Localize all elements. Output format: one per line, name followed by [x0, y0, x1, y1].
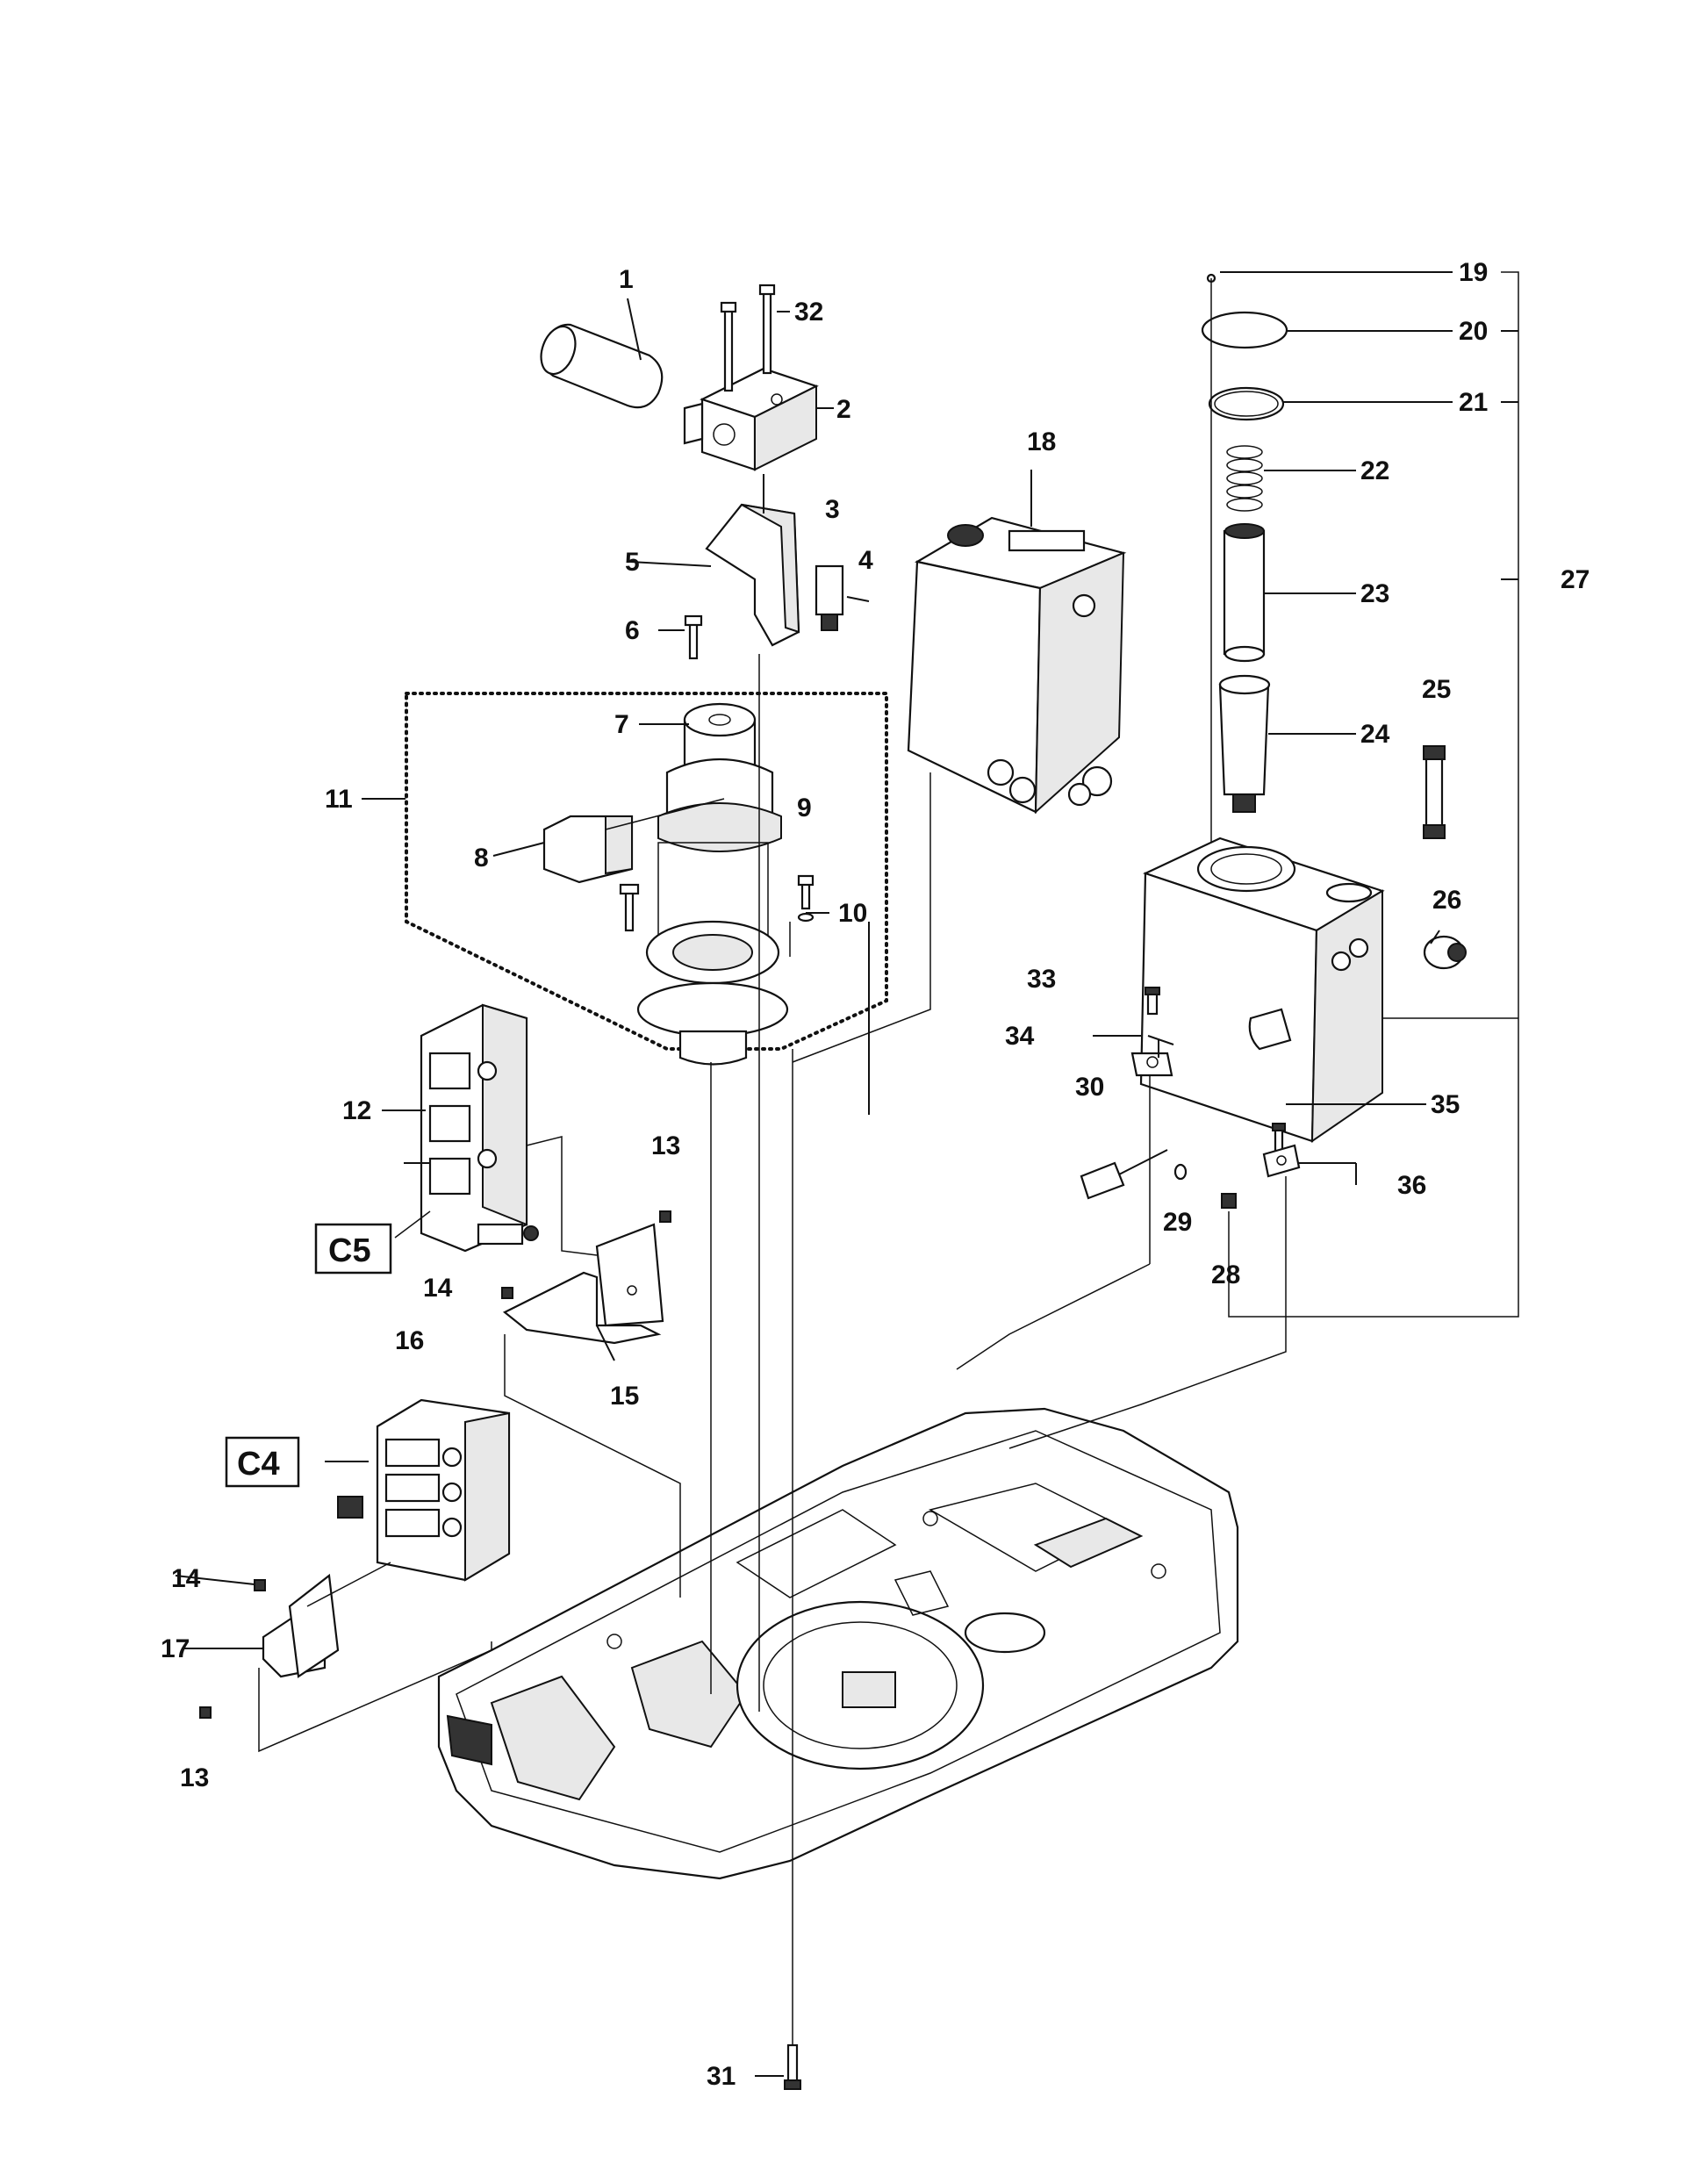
- callout-leaders: [175, 271, 1518, 2077]
- part-36-bracket: [1262, 1144, 1301, 1178]
- hydraulic-tank: [1139, 837, 1385, 1143]
- part-7-swivel-top: [657, 702, 782, 852]
- callout-26: 26: [1432, 886, 1461, 915]
- callout-14-upper: 14: [423, 1274, 453, 1303]
- callout-17: 17: [161, 1634, 190, 1663]
- callout-13-upper: 13: [651, 1131, 680, 1160]
- callout-14-lower: 14: [171, 1564, 201, 1593]
- callout-30: 30: [1075, 1073, 1104, 1102]
- part-31-bolt: [784, 2043, 801, 2090]
- leader-lines: [258, 271, 1519, 2045]
- part-26-plug: [1423, 935, 1467, 970]
- part-15-bracket: [502, 1223, 664, 1345]
- part-2-valve-block: [683, 367, 834, 471]
- callout-5: 5: [625, 548, 640, 577]
- callout-34: 34: [1005, 1022, 1035, 1051]
- callout-15: 15: [610, 1382, 639, 1411]
- callout-10: 10: [838, 899, 867, 928]
- callout-3: 3: [825, 495, 840, 524]
- callout-25: 25: [1422, 675, 1451, 704]
- ref-box-c5: C5: [314, 1223, 392, 1275]
- part-12-valve-bank: [420, 1003, 539, 1253]
- part-13-bolt-lower: [199, 1706, 212, 1719]
- part-6-bolt: [684, 614, 703, 660]
- part-33-bolt: [1145, 987, 1160, 1016]
- part-35-bolt: [1272, 1123, 1286, 1156]
- part-20-cover: [1201, 311, 1288, 349]
- part-8-bracket: [542, 815, 640, 932]
- part-24-filter-housing: [1218, 674, 1271, 813]
- ref-box-c4: C4: [225, 1436, 300, 1488]
- part-14-bolt-lower: [254, 1579, 266, 1591]
- part-18-control-box: [907, 470, 1127, 815]
- callout-36: 36: [1397, 1171, 1426, 1200]
- part-25-sight-glass: [1423, 745, 1446, 839]
- callout-16: 16: [395, 1326, 424, 1355]
- part-1-cylinder: [540, 323, 664, 409]
- callout-32: 32: [794, 298, 823, 327]
- callout-23: 23: [1360, 579, 1389, 608]
- callout-22: 22: [1360, 456, 1389, 485]
- callout-20: 20: [1459, 317, 1488, 346]
- part-23-filter-element: [1223, 523, 1266, 663]
- part-7-swivel-body: [636, 842, 789, 1066]
- part-5-bracket: [705, 474, 800, 647]
- callout-1: 1: [619, 265, 634, 294]
- part-30-sensor: [1080, 1149, 1168, 1200]
- callout-27: 27: [1561, 565, 1590, 594]
- callout-7: 7: [614, 710, 629, 739]
- ref-label-c4: C4: [237, 1446, 280, 1483]
- part-21-oring: [1208, 386, 1285, 421]
- part-29-washer: [1173, 1163, 1188, 1181]
- callout-6: 6: [625, 616, 640, 645]
- part-9-bolt: [797, 874, 815, 910]
- chassis-frame: [437, 1407, 1239, 1880]
- callout-18: 18: [1027, 427, 1056, 456]
- callout-13-lower: 13: [180, 1763, 209, 1792]
- callout-24: 24: [1360, 720, 1390, 749]
- part-32-bolts: [720, 284, 790, 392]
- part-10-washer: [797, 912, 815, 923]
- callout-9: 9: [797, 794, 812, 822]
- part-4-screw: [846, 596, 870, 602]
- part-22-spring: [1226, 445, 1263, 512]
- callout-8: 8: [474, 844, 489, 873]
- part-3-sensor: [815, 564, 844, 631]
- callout-12: 12: [342, 1096, 371, 1125]
- part-34-clamp: [1130, 1052, 1173, 1077]
- callout-28: 28: [1211, 1260, 1240, 1289]
- part-28-drain-plug: [1221, 1193, 1237, 1209]
- part-13-bolt-upper: [659, 1210, 671, 1223]
- assembly-11-outline: [405, 692, 888, 1051]
- part-16-valve-bank: [337, 1398, 511, 1582]
- callout-29: 29: [1163, 1208, 1192, 1237]
- callout-11: 11: [325, 785, 353, 814]
- callout-numbers: 1 2 3 4 5 6 7 8 9 10 11 12 13 13 14 14 1…: [161, 258, 1590, 2091]
- callout-2: 2: [836, 395, 851, 424]
- part-17-bracket: [262, 1573, 340, 1678]
- callout-21: 21: [1459, 388, 1488, 417]
- callout-35: 35: [1431, 1090, 1460, 1119]
- ref-label-c5: C5: [328, 1232, 371, 1269]
- callout-33: 33: [1027, 965, 1056, 994]
- callout-4: 4: [858, 546, 873, 575]
- callout-31: 31: [707, 2062, 736, 2091]
- callout-19: 19: [1459, 258, 1488, 287]
- part-14-bolt-upper: [501, 1287, 513, 1299]
